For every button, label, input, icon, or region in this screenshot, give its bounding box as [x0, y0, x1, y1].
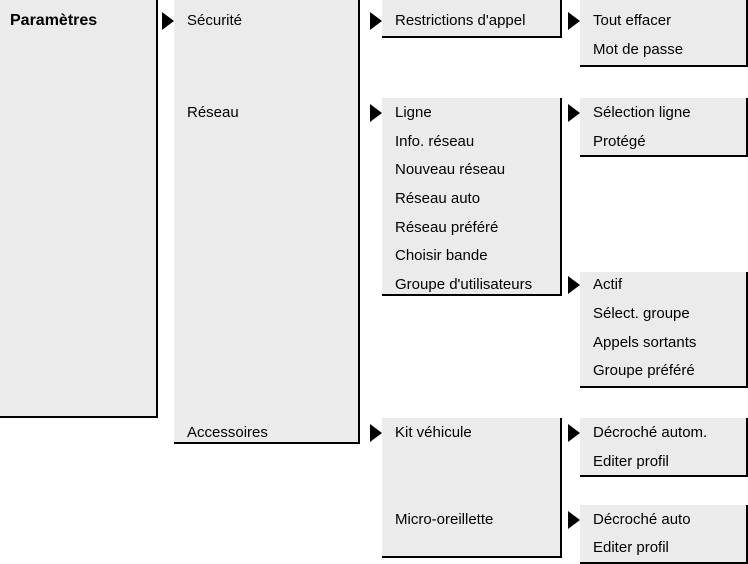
menu-item-kit-vehicule: Kit véhicule: [395, 424, 472, 441]
arrow-right-icon: [568, 424, 580, 442]
menu-box-root: [0, 0, 158, 418]
menu-item-appels-sortants: Appels sortants: [593, 334, 697, 351]
menu-item-tout-effacer: Tout effacer: [593, 12, 672, 29]
arrow-right-icon: [162, 12, 174, 30]
menu-item-restrictions: Restrictions d'appel: [395, 12, 526, 29]
arrow-right-icon: [568, 104, 580, 122]
menu-item-selection-ligne: Sélection ligne: [593, 104, 691, 121]
menu-box-micro: [580, 505, 748, 564]
menu-box-restrictions: [580, 0, 748, 67]
menu-item-editer-profil-kit: Editer profil: [593, 453, 669, 470]
menu-item-reseau-auto: Réseau auto: [395, 190, 481, 207]
menu-box-ligne: [580, 98, 748, 157]
menu-box-groupe: [580, 272, 748, 388]
menu-item-accessoires: Accessoires: [187, 424, 268, 441]
menu-box-securite: [382, 0, 562, 38]
menu-item-reseau-prefere: Réseau préféré: [395, 219, 499, 236]
menu-item-groupe-utilisateurs: Groupe d'utilisateurs: [395, 276, 533, 293]
menu-item-groupe-prefere: Groupe préféré: [593, 362, 695, 379]
menu-item-micro-oreillette: Micro-oreillette: [395, 511, 494, 528]
menu-box-kit: [580, 418, 748, 477]
arrow-right-icon: [370, 104, 382, 122]
arrow-right-icon: [568, 511, 580, 529]
menu-item-securite: Sécurité: [187, 12, 243, 29]
menu-root-parametres: Paramètres: [10, 12, 98, 29]
arrow-right-icon: [370, 424, 382, 442]
menu-item-choisir-bande: Choisir bande: [395, 247, 488, 264]
menu-item-decroche-autom: Décroché autom.: [593, 424, 708, 441]
menu-item-ligne: Ligne: [395, 104, 432, 121]
menu-item-actif: Actif: [593, 276, 623, 293]
arrow-right-icon: [370, 12, 382, 30]
menu-item-mot-de-passe: Mot de passe: [593, 41, 684, 58]
menu-item-protege: Protégé: [593, 133, 646, 150]
menu-item-reseau: Réseau: [187, 104, 239, 121]
menu-item-editer-profil-micro: Editer profil: [593, 539, 669, 556]
menu-item-nouveau-reseau: Nouveau réseau: [395, 161, 506, 178]
menu-box-accessoires: [382, 418, 562, 558]
menu-box-level1: [174, 0, 360, 444]
arrow-right-icon: [568, 276, 580, 294]
menu-item-info-reseau: Info. réseau: [395, 133, 475, 150]
menu-box-reseau: [382, 98, 562, 296]
menu-item-decroche-auto: Décroché auto: [593, 511, 691, 528]
arrow-right-icon: [568, 12, 580, 30]
menu-item-select-groupe: Sélect. groupe: [593, 305, 690, 322]
